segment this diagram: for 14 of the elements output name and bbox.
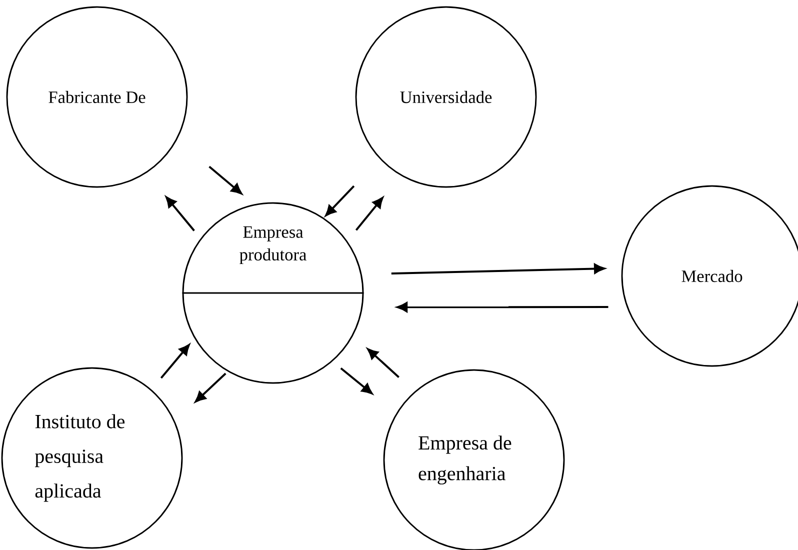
arrow — [194, 372, 226, 402]
arrow — [325, 185, 355, 216]
circle-node: Universidade — [355, 6, 537, 188]
arrow — [340, 368, 373, 394]
circle-node: Empresa produtora — [182, 202, 364, 384]
arrow — [396, 302, 608, 312]
arrow — [355, 197, 384, 231]
arrow — [367, 348, 400, 378]
circle-node: Instituto de pesquisa aplicada — [1, 367, 183, 549]
circle-node: Fabricante De — [6, 6, 188, 188]
arrow — [208, 166, 242, 194]
arrow — [391, 264, 605, 274]
arrow — [166, 196, 195, 232]
arrow — [160, 344, 190, 379]
